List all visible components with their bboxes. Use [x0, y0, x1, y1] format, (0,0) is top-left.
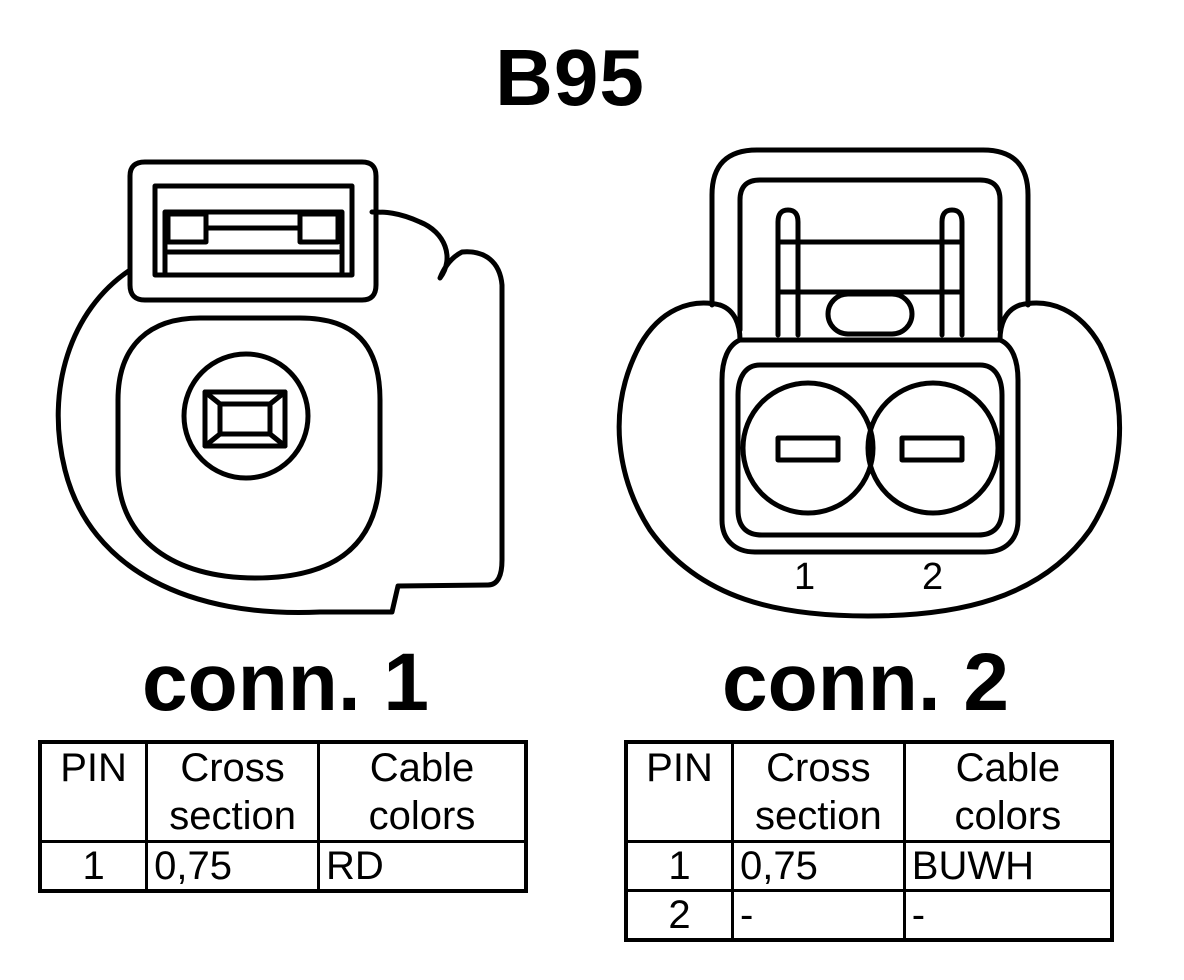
header-cross-section: Cross section	[731, 740, 906, 843]
cell-cross-section: 0,75	[145, 840, 321, 893]
cell-pin: 1	[38, 840, 149, 893]
connector-2-latch-finger-right	[939, 207, 965, 338]
cell-cable-colors: BUWH	[902, 840, 1114, 892]
connector-1-pin-outer	[202, 389, 288, 449]
connector-2-drawing	[616, 147, 1123, 619]
connector-1-pin-socket	[181, 351, 311, 481]
cell-pin: 2	[624, 889, 735, 942]
connector-2-housing	[616, 300, 1123, 619]
connector-1-drawing	[55, 159, 505, 615]
header-cable-colors: Cable colors	[317, 740, 528, 843]
connector-2-latch-outer	[709, 147, 1031, 308]
connector-2-face-inner	[735, 362, 1005, 538]
connector-2-pin-number-1: 1	[794, 556, 816, 598]
connector-1-label: conn. 1	[142, 637, 430, 728]
table-row: 1 0,75 RD	[38, 840, 528, 893]
connector-1-face	[115, 315, 383, 581]
connector-2-release-button	[825, 291, 915, 337]
header-pin: PIN	[624, 740, 735, 843]
cell-cross-section: -	[731, 889, 906, 942]
connector-1-pin-inner	[217, 401, 273, 437]
connector-2-shoulder-left	[717, 302, 743, 343]
header-cross-section: Cross section	[145, 740, 321, 843]
connector-2-face	[719, 337, 1021, 555]
connector-2-latch-inner	[737, 177, 1003, 333]
connector-1-latch-tab-right	[297, 211, 341, 245]
connector-2-label: conn. 2	[722, 637, 1010, 728]
connector-2-pin-2-socket	[865, 380, 1001, 516]
header-cable-colors: Cable colors	[902, 740, 1114, 843]
connector-2-pin-table: PIN Cross section Cable colors 1 0,75 BU…	[624, 740, 1114, 942]
table-row: 2 - -	[624, 889, 1114, 942]
table-row: 1 0,75 BUWH	[624, 840, 1114, 892]
connector-2-pin-2	[899, 435, 965, 463]
connector-2-latch-finger-left	[775, 207, 801, 338]
connector-2-shoulder-right	[997, 302, 1023, 343]
connector-2-pin-1-socket	[740, 380, 876, 516]
header-pin: PIN	[38, 740, 149, 843]
diagram-title: B95	[495, 33, 645, 122]
cell-pin: 1	[624, 840, 735, 892]
connector-1-latch-tab-left	[165, 211, 209, 245]
cell-cable-colors: -	[902, 889, 1114, 942]
connector-1-pin-table: PIN Cross section Cable colors 1 0,75 RD	[38, 740, 528, 893]
connector-1-latch-bar	[162, 209, 345, 278]
cell-cross-section: 0,75	[731, 840, 906, 892]
table-header-row: PIN Cross section Cable colors	[624, 740, 1114, 843]
connector-1-latch-inner	[152, 183, 355, 278]
connector-2-pin-number-2: 2	[922, 556, 944, 598]
cell-cable-colors: RD	[317, 840, 528, 893]
connector-2-pin-1	[775, 435, 841, 463]
connector-1-housing	[55, 209, 505, 615]
table-header-row: PIN Cross section Cable colors	[38, 740, 528, 843]
connector-1-latch-outer	[127, 159, 379, 303]
